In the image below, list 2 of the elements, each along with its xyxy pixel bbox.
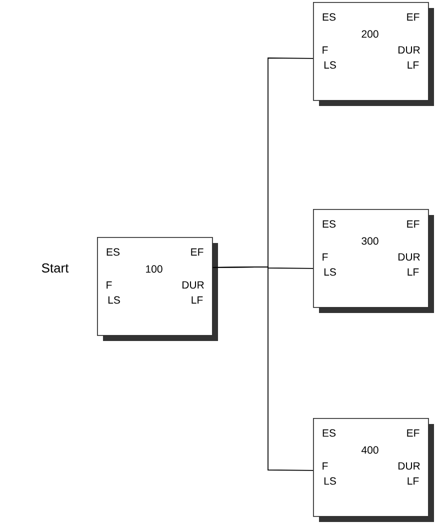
start-label: Start — [42, 263, 69, 273]
connector-line — [212, 266, 314, 471]
